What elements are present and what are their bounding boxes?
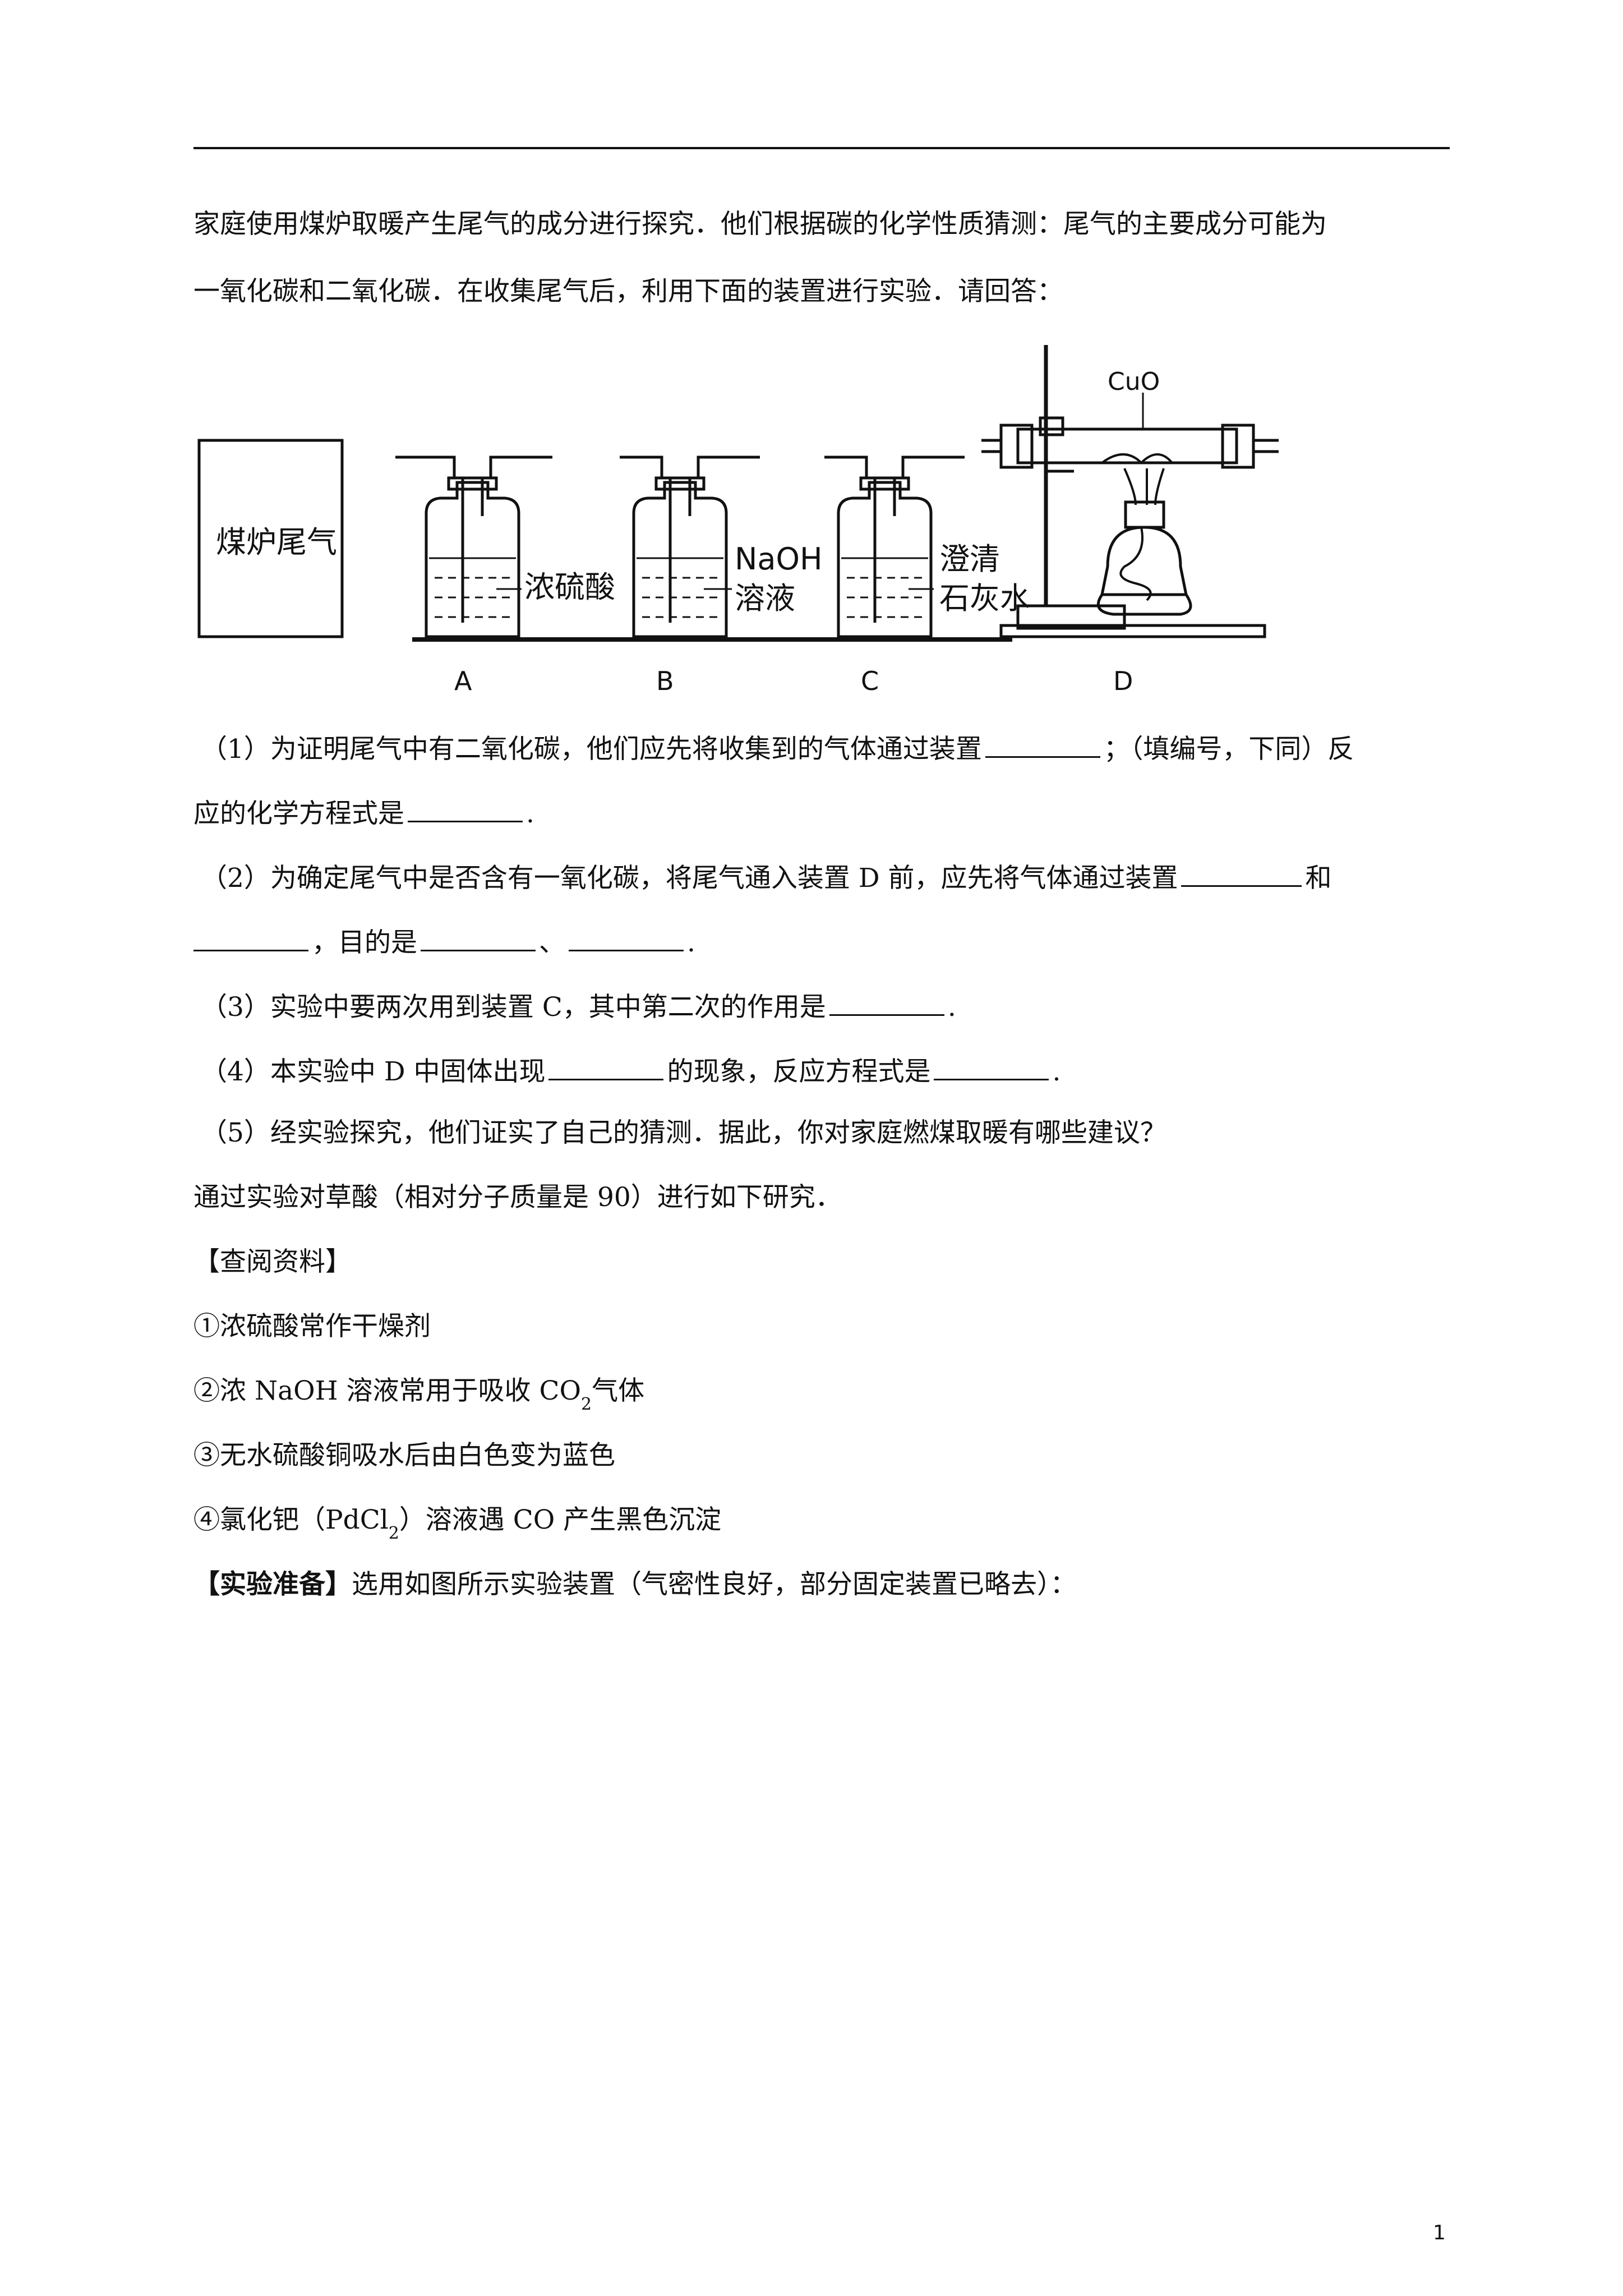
- section2-intro: 通过实验对草酸（相对分子质量是 90）进行如下研究．: [193, 1182, 842, 1213]
- reagent-a-label: 浓硫酸: [524, 569, 615, 605]
- label-c: C: [861, 666, 879, 696]
- answer-blank-3[interactable]: [1181, 858, 1302, 887]
- question-1-line-1: （1）为证明尾气中有二氧化碳，他们应先将收集到的气体通过装置；（填编号，下同）反: [201, 729, 1457, 766]
- question-1-line-2: 应的化学方程式是.: [193, 794, 1450, 831]
- intro-line-2: 一氧化碳和二氧化碳．在收集尾气后，利用下面的装置进行实验．请回答：: [193, 276, 1063, 307]
- source-box-label: 煤炉尾气: [216, 524, 337, 560]
- answer-blank-2[interactable]: [408, 794, 523, 822]
- reagent-c-label-2: 石灰水: [939, 581, 1030, 616]
- header-rule: [193, 147, 1450, 149]
- exhaust-source-box: [197, 439, 344, 638]
- reagent-d-label: CuO: [1108, 367, 1160, 396]
- question-5: （5）经实验探究，他们证实了自己的猜测．据此，你对家庭燃煤取暖有哪些建议？: [201, 1117, 1166, 1148]
- reagent-b-label-1: NaOH: [735, 541, 823, 577]
- info-item-4: ④氯化钯（PdCl2）溶液遇 CO 产生黑色沉淀: [193, 1504, 722, 1544]
- answer-blank-4[interactable]: [193, 923, 308, 951]
- answer-blank-1[interactable]: [985, 729, 1100, 758]
- page-number: 1: [1433, 2221, 1446, 2244]
- question-3: （3）实验中要两次用到装置 C，其中第二次的作用是.: [201, 987, 1457, 1024]
- bottle-a: [395, 455, 552, 638]
- info-item-2: ②浓 NaOH 溶液常用于吸收 CO2气体: [193, 1375, 645, 1415]
- label-d: D: [1113, 666, 1133, 696]
- info-item-3: ③无水硫酸铜吸水后由白色变为蓝色: [193, 1440, 615, 1471]
- reagent-b-label-2: 溶液: [735, 581, 795, 616]
- question-2-line-2: ，目的是、.: [193, 923, 1450, 960]
- intro-line-1: 家庭使用煤炉取暖产生尾气的成分进行探究．他们根据碳的化学性质猜测：尾气的主要成分…: [193, 209, 1327, 240]
- info-item-1: ①浓硫酸常作干燥剂: [193, 1311, 431, 1342]
- answer-blank-8[interactable]: [548, 1052, 664, 1080]
- question-2-line-1: （2）为确定尾气中是否含有一氧化碳，将尾气通入装置 D 前，应先将气体通过装置和: [201, 858, 1457, 895]
- answer-blank-5[interactable]: [421, 923, 536, 951]
- label-b: B: [656, 666, 674, 696]
- answer-blank-9[interactable]: [934, 1052, 1049, 1080]
- apparatus-figure: 煤炉尾气 浓硫酸 NaOH 溶液 澄清 石灰水 CuO A B C D: [197, 345, 1279, 696]
- reagent-c-label-1: 澄清: [939, 541, 1000, 577]
- bottle-b: [620, 455, 760, 638]
- bottle-c: [824, 455, 965, 638]
- answer-blank-7[interactable]: [829, 987, 944, 1016]
- experiment-prep: 【实验准备】选用如图所示实验装置（气密性良好，部分固定装置已略去）：: [193, 1569, 1077, 1600]
- answer-blank-6[interactable]: [569, 923, 684, 951]
- label-a: A: [454, 666, 472, 696]
- section2-heading: 【查阅资料】: [193, 1246, 352, 1277]
- apparatus-d: [981, 345, 1279, 638]
- question-4: （4）本实验中 D 中固体出现的现象，反应方程式是.: [201, 1052, 1457, 1089]
